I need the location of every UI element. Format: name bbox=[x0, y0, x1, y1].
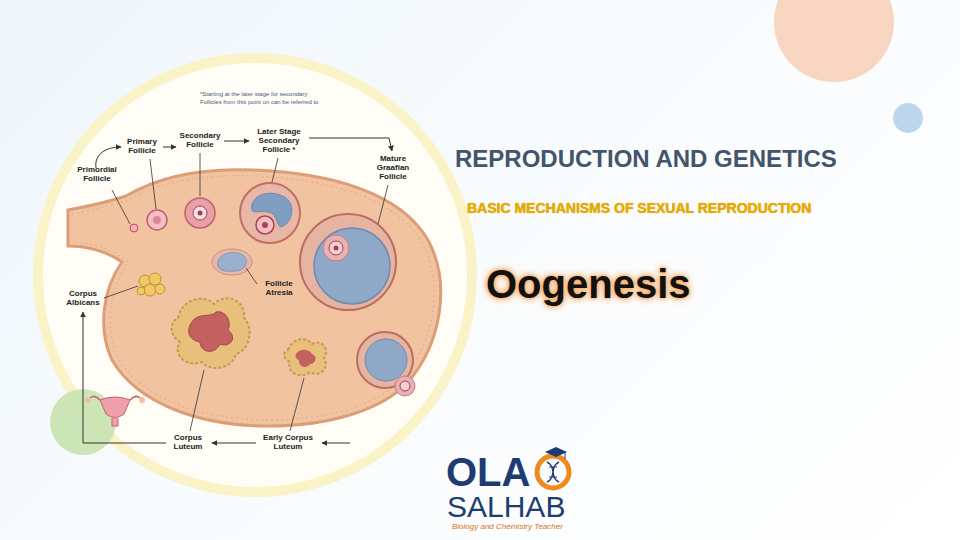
follicles-part bbox=[323, 235, 349, 261]
follicles-part bbox=[365, 339, 407, 381]
follicles-part bbox=[314, 228, 390, 304]
follicles-part bbox=[296, 350, 316, 367]
leader-lines-part bbox=[190, 370, 204, 431]
uterus-icon-part bbox=[100, 397, 130, 418]
cycle-arrows-part bbox=[309, 138, 392, 151]
stage-label: Corpus Albicans bbox=[60, 290, 106, 308]
follicles-part bbox=[185, 198, 215, 228]
stage-label: Later Stage Secondary Follicle * bbox=[250, 128, 308, 154]
frame-circle bbox=[33, 53, 477, 497]
follicles-part bbox=[130, 224, 138, 232]
logo-icon-part bbox=[537, 456, 569, 488]
decor-circles-part bbox=[774, 0, 894, 82]
cycle-arrows bbox=[83, 138, 392, 443]
logo-icon bbox=[537, 447, 569, 488]
decor-circles bbox=[774, 0, 923, 133]
follicles-part bbox=[153, 216, 161, 224]
leader-lines-part bbox=[378, 185, 388, 224]
ovary bbox=[68, 170, 441, 426]
ovary-part bbox=[68, 170, 441, 426]
cycle-arrows-part bbox=[96, 147, 121, 168]
stage-label: Secondary Follicle bbox=[176, 132, 224, 150]
follicles-part bbox=[329, 241, 343, 255]
follicles-part bbox=[149, 273, 161, 285]
decor-circles-part bbox=[893, 103, 923, 133]
leader-lines-part bbox=[104, 286, 138, 298]
leader-lines-part bbox=[290, 378, 304, 431]
stage-label: Early Corpus Luteum bbox=[256, 434, 320, 452]
uterus-icon-part bbox=[139, 397, 145, 403]
frame-circle-part bbox=[33, 53, 477, 497]
follicles-part bbox=[300, 214, 396, 310]
logo-icon-part bbox=[547, 462, 559, 482]
stage-label: Primary Follicle bbox=[122, 138, 162, 156]
follicles-part bbox=[172, 298, 250, 368]
stage-label: Mature Graafian Follicle bbox=[368, 155, 418, 181]
cycle-arrows-part bbox=[83, 312, 166, 443]
slide-title: Oogenesis bbox=[486, 262, 691, 306]
logo-icon-part bbox=[565, 452, 566, 459]
logo-icon-part bbox=[545, 447, 567, 457]
follicles-part bbox=[400, 381, 410, 391]
follicles-part bbox=[137, 287, 145, 295]
footnote-text: *Starting at the later stage for seconda… bbox=[200, 91, 307, 98]
follicles-part bbox=[256, 216, 274, 234]
cycle-arrows-part bbox=[212, 443, 256, 444]
follicles-part bbox=[189, 312, 233, 352]
logo-text: SALHAB bbox=[447, 490, 565, 523]
cycle-arrows-part bbox=[322, 443, 350, 444]
follicles-part bbox=[240, 183, 300, 243]
leader-lines-part bbox=[272, 158, 278, 182]
leader-lines-part bbox=[150, 159, 156, 209]
leader-lines-part bbox=[246, 268, 257, 284]
follicles-part bbox=[155, 284, 165, 294]
uterus-icon-part bbox=[90, 396, 140, 400]
logo-icon-part bbox=[549, 467, 557, 477]
follicles-part bbox=[144, 284, 156, 296]
stage-label: Follicle Atresia bbox=[256, 280, 302, 298]
uterus-icon-part bbox=[85, 397, 91, 403]
follicles-part bbox=[284, 339, 326, 375]
frame-circle-part bbox=[43, 63, 467, 487]
follicles-part bbox=[212, 249, 252, 275]
logo-tagline: Biology and Chemistry Teacher bbox=[452, 523, 563, 532]
cycle-arrows-part bbox=[224, 141, 249, 142]
ovary-part bbox=[72, 176, 434, 420]
follicles-part bbox=[334, 246, 339, 251]
follicles-part bbox=[193, 206, 207, 220]
follicles bbox=[130, 183, 415, 396]
logo-text: OLA bbox=[446, 450, 530, 494]
follicles-part bbox=[218, 253, 247, 272]
footnote-text: Follicles from this point on can be refe… bbox=[200, 99, 318, 106]
leader-lines bbox=[104, 153, 388, 431]
uterus-icon bbox=[85, 396, 145, 426]
follicles-part bbox=[262, 222, 268, 228]
stage-label: Primordial Follicle bbox=[70, 166, 124, 184]
follicles-part bbox=[198, 211, 203, 216]
section-subtitle: BASIC MECHANISMS OF SEXUAL REPRODUCTION bbox=[467, 201, 811, 216]
stage-label: Corpus Luteum bbox=[166, 434, 210, 452]
cycle-arrows-part bbox=[163, 147, 176, 148]
uterus-icon-part bbox=[112, 418, 118, 426]
leader-lines-part bbox=[200, 153, 201, 196]
follicles-part bbox=[147, 210, 167, 230]
follicles-part bbox=[395, 376, 415, 396]
unit-heading: REPRODUCTION AND GENETICS bbox=[455, 146, 837, 172]
leader-lines-part bbox=[112, 190, 130, 224]
